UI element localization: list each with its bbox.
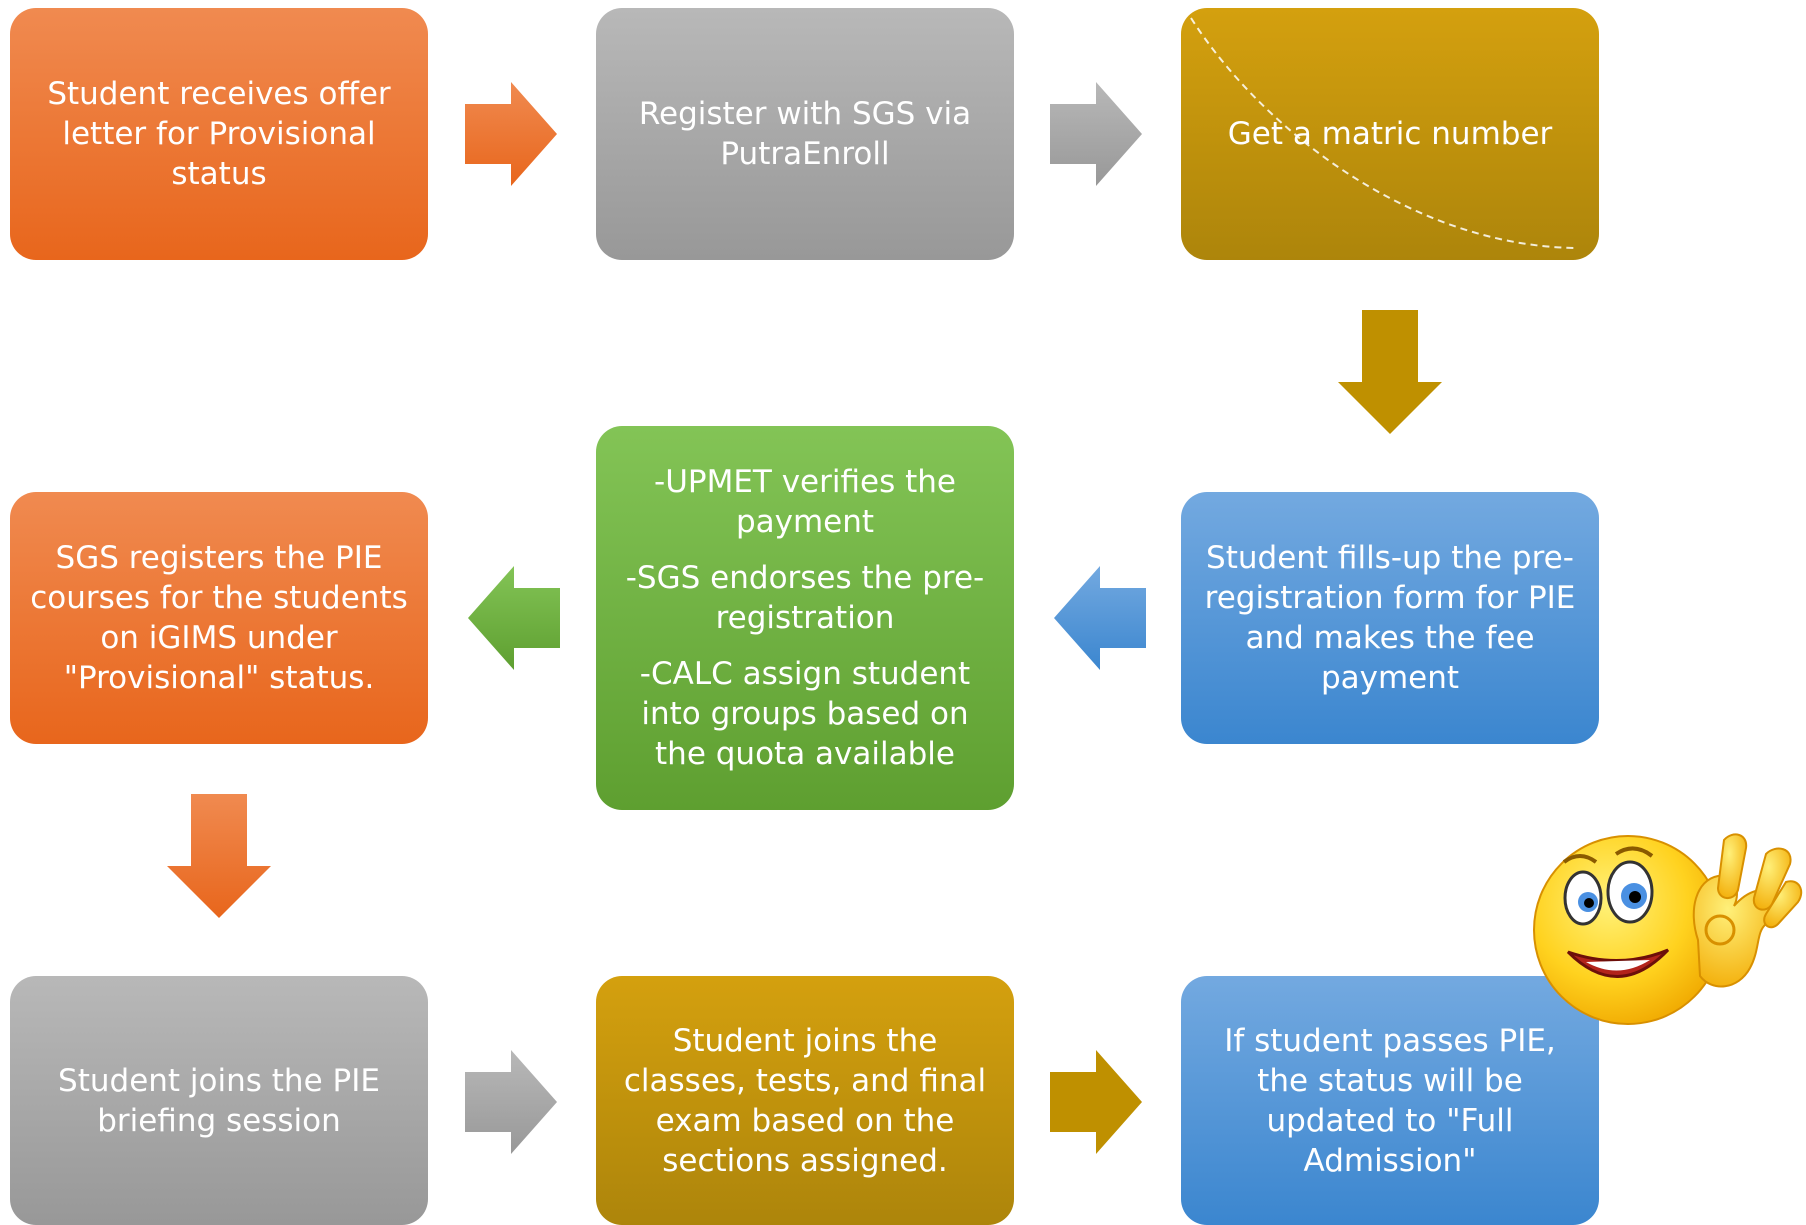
- step-offer-letter-text: Student receives offer letter for Provis…: [47, 76, 391, 192]
- step-full-admission-text: If student passes PIE, the status will b…: [1224, 1022, 1556, 1179]
- step-full-admission: If student passes PIE, the status will b…: [1181, 976, 1599, 1225]
- winking-thumbs-up-emoji-icon: [1528, 820, 1806, 1034]
- arrow-down-icon: [1338, 310, 1442, 434]
- arrow-left-icon: [1054, 566, 1146, 670]
- step-matric-number: Get a matric number: [1181, 8, 1599, 260]
- step-preregistration-form: Student fills-up the pre-registration fo…: [1181, 492, 1599, 744]
- step-verification-line2: -SGS endorses the pre-registration: [625, 560, 985, 636]
- arrow-right-icon: [1050, 82, 1142, 186]
- decorative-curve: [1190, 17, 1577, 249]
- step-classes-exams: Student joins the classes, tests, and fi…: [596, 976, 1014, 1225]
- arrow-down-icon: [167, 794, 271, 918]
- step-register-sgs-text: Register with SGS via PutraEnroll: [638, 96, 972, 172]
- step-briefing-session-text: Student joins the PIE briefing session: [58, 1062, 380, 1139]
- step-verification-line1: -UPMET verifies the payment: [654, 464, 956, 540]
- step-verification: -UPMET verifies the payment -SGS endorse…: [596, 426, 1014, 810]
- arrow-left-icon: [468, 566, 560, 670]
- step-sgs-registers-pie-text: SGS registers the PIE courses for the st…: [30, 540, 408, 696]
- step-offer-letter: Student receives offer letter for Provis…: [10, 8, 428, 260]
- arrow-right-icon: [465, 82, 557, 186]
- arrow-right-icon: [465, 1050, 557, 1154]
- step-briefing-session: Student joins the PIE briefing session: [10, 976, 428, 1225]
- step-sgs-registers-pie: SGS registers the PIE courses for the st…: [10, 492, 428, 744]
- step-matric-number-text: Get a matric number: [1227, 116, 1553, 152]
- step-preregistration-form-text: Student fills-up the pre-registration fo…: [1204, 540, 1576, 696]
- arrow-right-icon: [1050, 1050, 1142, 1154]
- step-verification-line3: -CALC assign student into groups based o…: [639, 656, 971, 772]
- step-classes-exams-text: Student joins the classes, tests, and fi…: [623, 1022, 987, 1179]
- step-register-sgs: Register with SGS via PutraEnroll: [596, 8, 1014, 260]
